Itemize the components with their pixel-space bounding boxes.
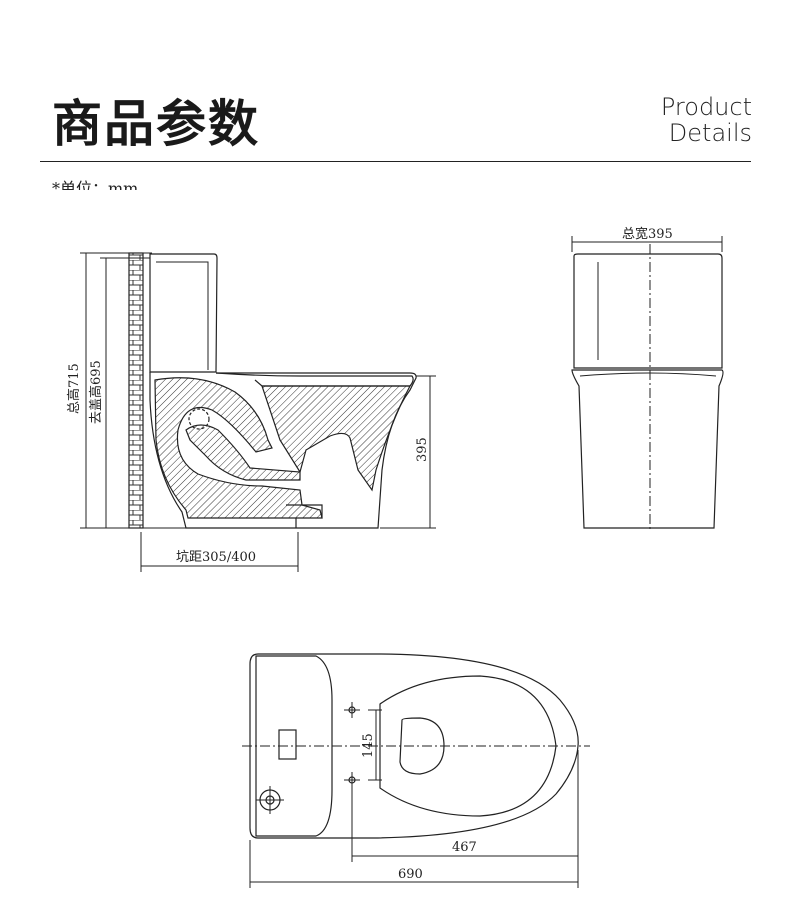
unit-note-clip: *单位：mm — [52, 178, 138, 190]
trapway-section — [154, 377, 323, 519]
outlet-flange — [286, 504, 323, 528]
wall — [128, 252, 144, 529]
rough-in-label: 坑距305/400 — [176, 550, 256, 565]
english-title: Product Details — [661, 94, 752, 146]
tank-outline — [149, 253, 218, 373]
top-outline — [249, 653, 579, 839]
top-view — [242, 653, 590, 888]
top-tank — [255, 655, 333, 837]
front-rim — [579, 372, 717, 377]
no-lid-height-label: 去盖高695 — [88, 360, 104, 424]
english-title-line2: Details — [668, 119, 752, 147]
tank-inner — [156, 261, 209, 370]
total-width-label: 总宽395 — [622, 226, 673, 242]
trap-inlet-circle — [188, 408, 210, 430]
bowl-rim — [215, 372, 414, 387]
front-bowl — [571, 369, 724, 529]
bowl-wall-section — [261, 385, 411, 492]
total-length-label: 690 — [398, 867, 423, 882]
side-view-dimensions — [80, 252, 436, 572]
unit-note: *单位：mm — [52, 179, 139, 190]
seat-length-label: 467 — [452, 840, 477, 855]
page-title: 商品参数 — [52, 95, 260, 153]
english-title-line1: Product — [660, 93, 752, 121]
total-height-label: 总高715 — [66, 363, 82, 414]
flush-button — [278, 729, 297, 760]
front-view — [571, 236, 724, 532]
side-view — [128, 252, 417, 529]
hole-spacing-label: 145 — [361, 733, 376, 758]
bowl-outline — [149, 372, 417, 529]
trapway-inner — [185, 424, 301, 481]
bowl-height-label: 395 — [415, 437, 430, 462]
header-divider — [40, 161, 751, 162]
front-tank — [573, 253, 723, 369]
